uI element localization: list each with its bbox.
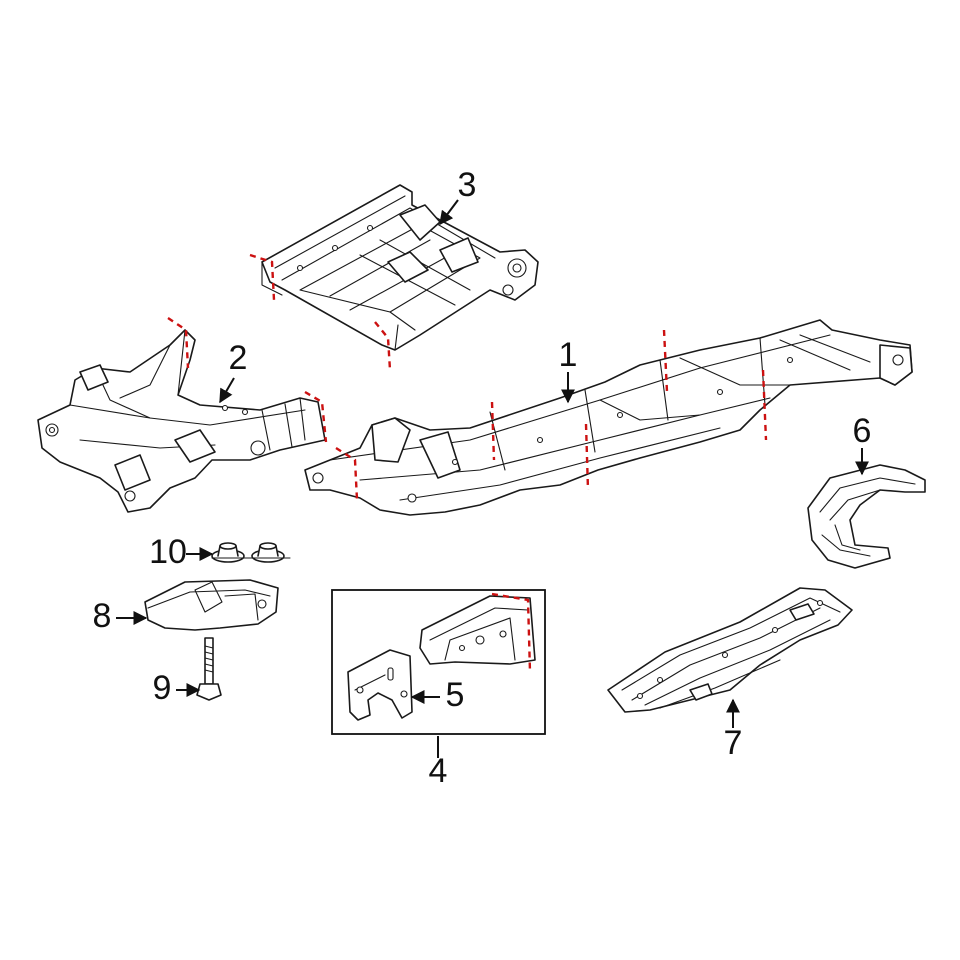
part-1-main-frame[interactable] — [304, 319, 913, 516]
callout-labels: 1 2 3 4 5 6 7 8 9 10 — [93, 166, 872, 790]
callout-2: 2 — [229, 339, 248, 377]
part-9-bolt[interactable] — [196, 637, 222, 701]
part-8-bracket[interactable] — [144, 579, 279, 631]
part-6-shield[interactable] — [807, 464, 926, 569]
callout-8: 8 — [93, 597, 112, 635]
callout-5: 5 — [446, 676, 465, 714]
callout-6: 6 — [853, 412, 872, 450]
cut-line-part-4 — [491, 592, 532, 673]
cut-line-part-3-left — [249, 253, 276, 301]
callout-7: 7 — [724, 724, 743, 762]
part-3-rear-subframe[interactable] — [261, 184, 539, 351]
cut-line-part-1-d — [761, 369, 768, 441]
part-5-reinforcement-plate[interactable] — [347, 649, 413, 721]
cut-line-part-1-a — [490, 401, 496, 461]
leader-2 — [219, 377, 235, 404]
part-7-skid-plate[interactable] — [607, 587, 853, 713]
leader-lines — [116, 199, 869, 758]
part-2-front-subframe[interactable] — [37, 329, 326, 513]
cut-line-part-2-top — [167, 317, 190, 369]
callout-1: 1 — [559, 336, 578, 374]
callout-3: 3 — [458, 166, 477, 204]
cut-line-part-1-front — [335, 446, 359, 501]
callout-10: 10 — [149, 533, 187, 571]
leader-3 — [439, 199, 459, 226]
part-10-bushings[interactable] — [211, 542, 291, 563]
callout-9: 9 — [153, 669, 172, 707]
cut-line-part-2-right — [304, 390, 328, 443]
part-4-frame-section[interactable] — [419, 595, 536, 665]
cut-line-part-1-b — [584, 423, 590, 491]
cut-lines — [167, 253, 768, 673]
callout-4: 4 — [429, 752, 448, 790]
inset-box-4 — [331, 589, 546, 735]
